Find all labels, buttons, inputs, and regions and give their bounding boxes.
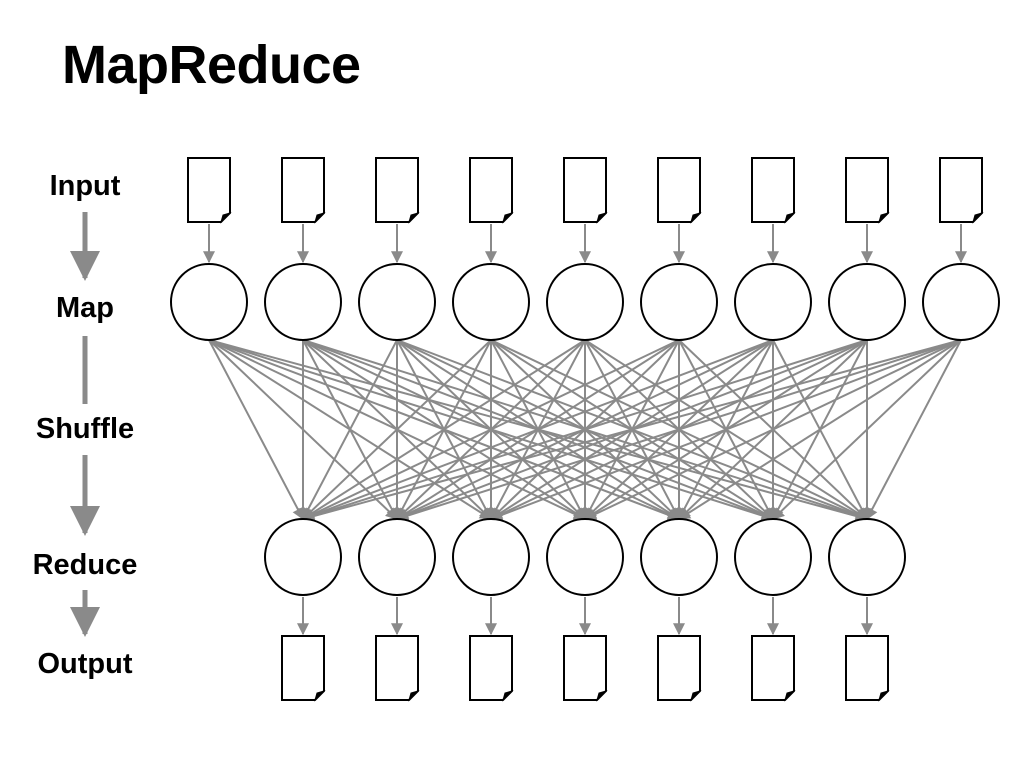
reduce-node [452,518,530,596]
map-node [922,263,1000,341]
stage-label-reduce: Reduce [32,549,138,581]
page-title: MapReduce [62,35,361,95]
shuffle-arrow [772,339,962,520]
input-document-icon [563,157,608,224]
map-node [640,263,718,341]
input-document-icon [845,157,890,224]
reduce-node [734,518,812,596]
shuffle-arrow [677,339,962,520]
map-node [358,263,436,341]
reduce-node [264,518,342,596]
output-document-icon [469,635,514,702]
input-document-icon [375,157,420,224]
stage-label-shuffle: Shuffle [35,413,135,445]
reduce-node [358,518,436,596]
shuffle-arrow [301,339,962,522]
input-document-icon [657,157,702,224]
shuffle-arrow [301,339,774,521]
stage-label-input: Input [49,170,121,202]
output-document-icon [845,635,890,702]
output-document-icon [281,635,326,702]
input-document-icon [751,157,796,224]
shuffle-arrow [208,339,304,521]
map-node [828,263,906,341]
output-document-icon [563,635,608,702]
stage-label-output: Output [37,648,133,680]
input-document-icon [939,157,984,224]
shuffle-arrow [583,339,962,520]
reduce-node [546,518,624,596]
map-node [734,263,812,341]
nodes [170,263,1000,596]
map-node [546,263,624,341]
shuffle-arrow [866,339,962,521]
input-document-icon [187,157,232,224]
reduce-node [828,518,906,596]
stage-arrows [203,224,967,636]
shuffle-arrow [395,339,962,522]
input-document-icon [281,157,326,224]
map-node [264,263,342,341]
output-document-icon [751,635,796,702]
shuffle-arrow [302,339,492,520]
shuffle-arrow [489,339,962,521]
output-document-icon [375,635,420,702]
output-document-icon [657,635,702,702]
shuffle-arrow [302,339,398,521]
reduce-node [640,518,718,596]
stage-label-map: Map [56,292,114,324]
documents [187,157,984,702]
shuffle-connections [208,339,962,522]
map-node [452,263,530,341]
map-node [170,263,248,341]
shuffle-arrow [301,339,586,520]
shuffle-arrow [301,339,868,522]
shuffle-arrow [301,339,680,520]
input-document-icon [469,157,514,224]
